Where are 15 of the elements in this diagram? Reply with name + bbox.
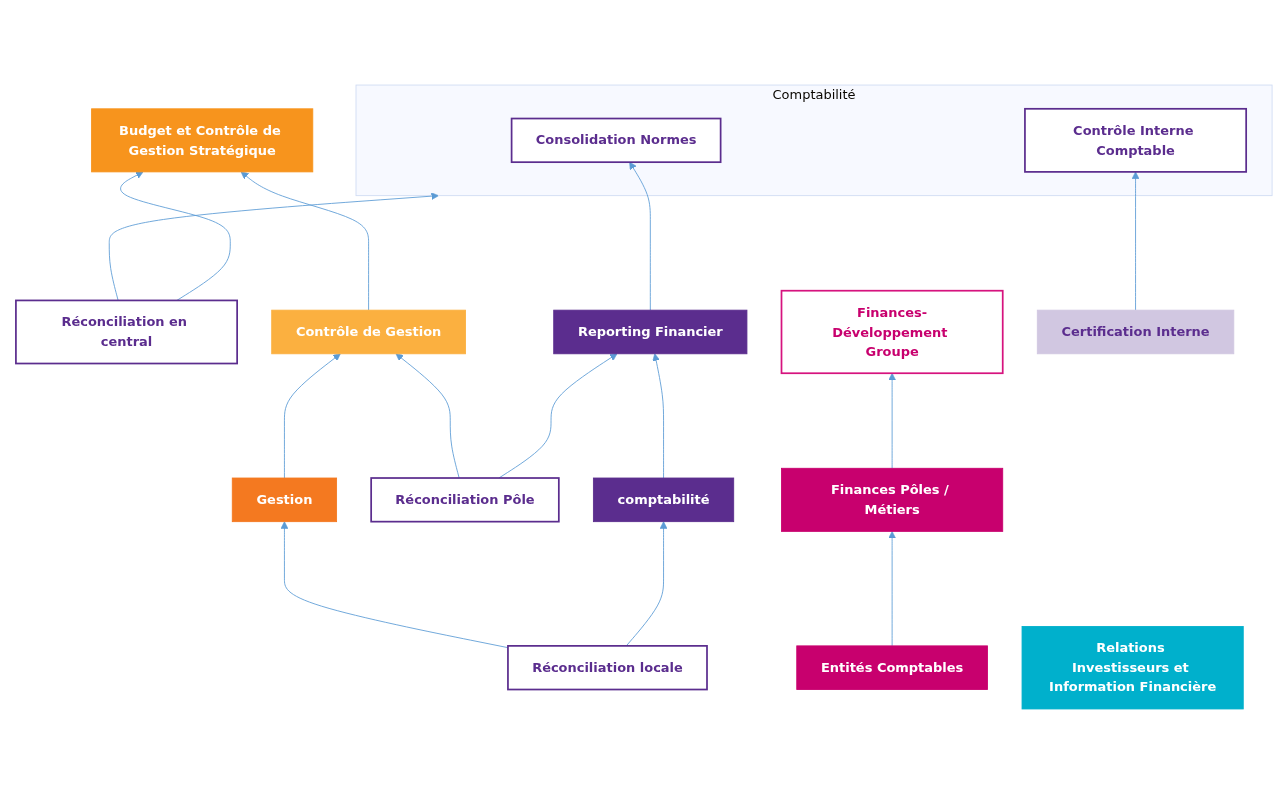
node-box: Reporting Financier — [552, 309, 747, 355]
node-box: Finances Pôles / Métiers — [780, 467, 1003, 532]
node-box: Relations Investisseurs et Information Financière — [1021, 626, 1244, 710]
node-box: Contrôle Interne Comptable — [1023, 107, 1247, 173]
node-box: Entités Comptables — [795, 645, 988, 690]
node-box: Réconciliation locale — [506, 645, 708, 691]
node-box: Certification Interne — [1036, 309, 1234, 355]
node-box: Finances-Développement Groupe — [780, 289, 1004, 375]
node-box: Réconciliation Pôle — [369, 477, 560, 523]
node-box: Contrôle de Gestion — [270, 309, 466, 355]
node-box: Gestion — [231, 477, 337, 523]
node-box: Budget et Contrôle de Gestion Stratégique — [90, 108, 313, 173]
node-box: Réconciliation en central — [14, 299, 238, 365]
node-box: Consolidation Normes — [510, 117, 721, 164]
node-box: comptabilité — [592, 477, 734, 523]
